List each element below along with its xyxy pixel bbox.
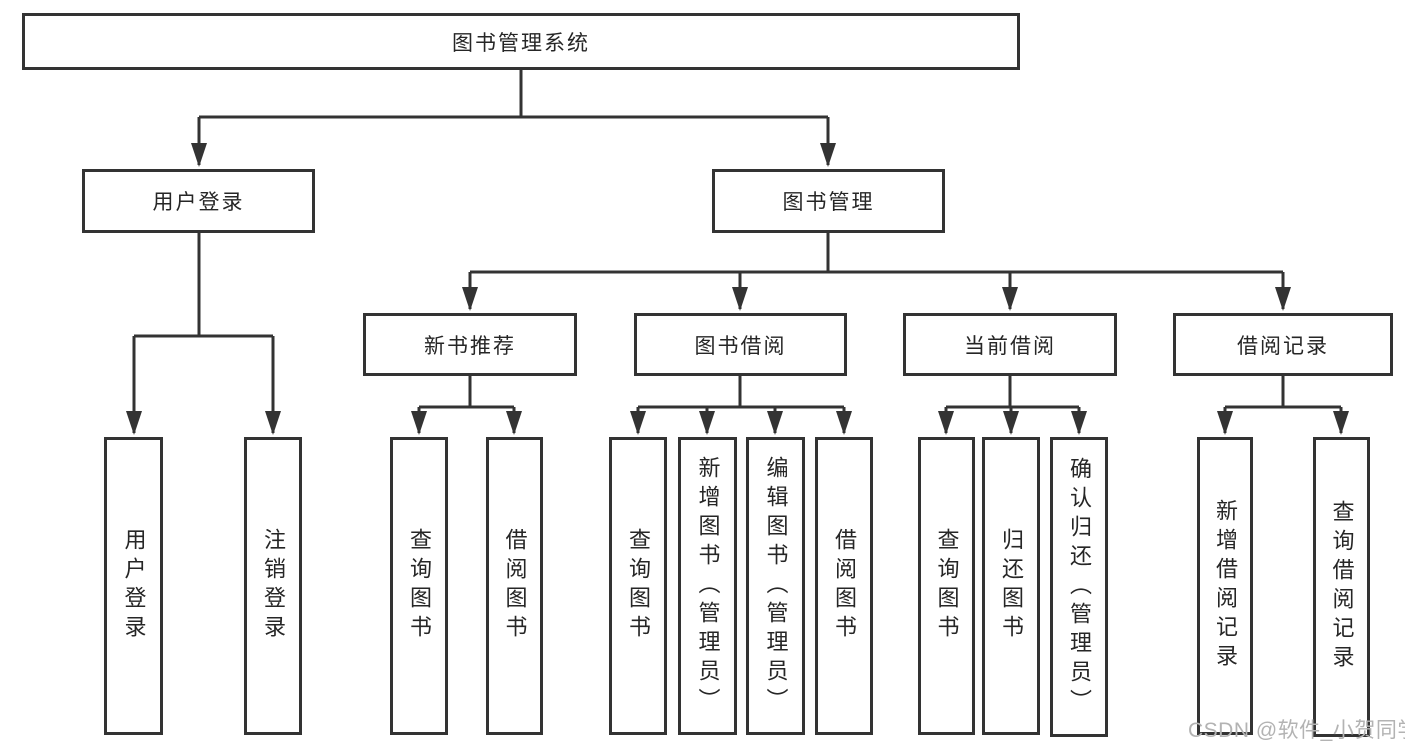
leaf-query-books-2: 查询图书	[609, 437, 667, 735]
leaf-add-books-admin: 新增图书（管理员）	[678, 437, 737, 735]
leaf-logout: 注销登录	[244, 437, 302, 735]
node-current-borrowing: 当前借阅	[903, 313, 1117, 376]
node-user-login: 用户登录	[82, 169, 315, 233]
leaf-add-borrow-record: 新增借阅记录	[1197, 437, 1253, 735]
leaf-user-login: 用户登录	[104, 437, 163, 735]
node-new-book-recommendation: 新书推荐	[363, 313, 577, 376]
node-library-system: 图书管理系统	[22, 13, 1020, 70]
csdn-watermark: CSDN @软件_小贺同学	[1188, 719, 1405, 742]
leaf-edit-books-admin: 编辑图书（管理员）	[746, 437, 805, 735]
node-book-borrowing: 图书借阅	[634, 313, 847, 376]
node-book-management: 图书管理	[712, 169, 945, 233]
leaf-borrow-books-1: 借阅图书	[486, 437, 543, 735]
leaf-confirm-return-admin: 确认归还（管理员）	[1050, 437, 1108, 737]
leaf-borrow-books-2: 借阅图书	[815, 437, 873, 735]
leaf-query-books-1: 查询图书	[390, 437, 448, 735]
node-borrowing-records: 借阅记录	[1173, 313, 1393, 376]
leaf-query-books-3: 查询图书	[918, 437, 975, 735]
leaf-query-borrow-record: 查询借阅记录	[1313, 437, 1370, 737]
leaf-return-books: 归还图书	[982, 437, 1040, 735]
